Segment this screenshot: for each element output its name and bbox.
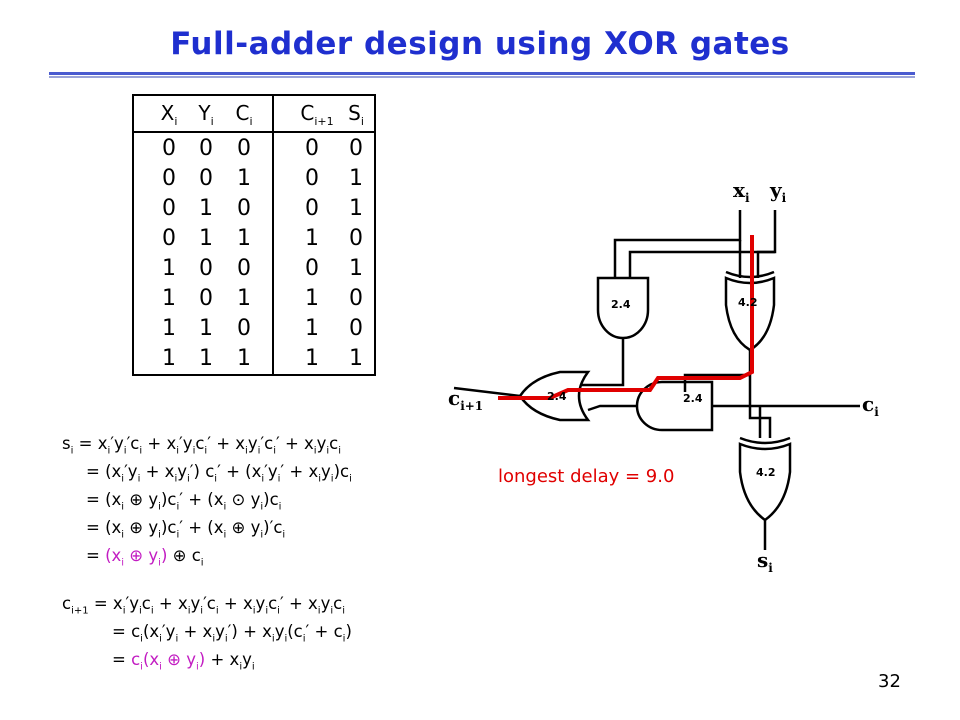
truth-table-cell: 0 (199, 166, 213, 191)
truth-table-cell: 0 (349, 136, 363, 161)
carry-equation-2: = ci(xi′yi + xiyi′) + xiyi(ci′ + ci) (112, 622, 352, 645)
page-number: 32 (878, 671, 901, 692)
truth-table-cell: 0 (199, 256, 213, 281)
xor-gate-bottom (738, 442, 792, 522)
title-divider-shadow (49, 76, 915, 78)
full-adder-circuit (453, 210, 860, 550)
slide-title: Full-adder design using XOR gates (170, 26, 790, 62)
sum-equation-2: = (xi′yi + xiyi′) ci′ + (xi′yi′ + xiyi)c… (86, 462, 352, 485)
truth-table-cell: 0 (199, 136, 213, 161)
input-x-label: xi (733, 178, 750, 205)
truth-table-cell: 0 (162, 166, 176, 191)
truth-table-cell: 0 (349, 226, 363, 251)
truth-table-header: Si (348, 101, 364, 128)
truth-table-cell: 1 (237, 286, 251, 311)
truth-table-header: Xi (160, 101, 178, 128)
sum-equation-1: si = xi′yi′ci + xi′yici′ + xiyi′ci′ + xi… (62, 434, 341, 457)
truth-table-header: Ci+1 (300, 101, 334, 128)
truth-table-cell: 0 (305, 136, 319, 161)
truth-table-cell: 1 (349, 196, 363, 221)
truth-table-cell: 1 (199, 316, 213, 341)
truth-table-cell: 0 (199, 286, 213, 311)
gate-delay-and-mid: 2.4 (683, 392, 703, 405)
truth-table-cell: 0 (237, 316, 251, 341)
sum-equation-3: = (xi ⊕ yi)ci′ + (xi ⊙ yi)ci (86, 490, 282, 513)
truth-table-cell: 0 (349, 286, 363, 311)
truth-table-cell: 1 (349, 166, 363, 191)
truth-table-header-line (134, 131, 374, 133)
wire-carry-out (453, 386, 521, 398)
gate-delay-xor-bottom: 4.2 (756, 466, 776, 479)
truth-table-cell: 1 (305, 346, 319, 371)
truth-table-divider (272, 96, 274, 374)
truth-table-cell: 0 (305, 166, 319, 191)
truth-table-header: Yi (198, 101, 214, 128)
truth-table-cell: 1 (349, 256, 363, 281)
truth-table-cell: 1 (349, 346, 363, 371)
carry-in-label: ci (862, 392, 879, 419)
wire-y (628, 210, 777, 278)
wire-and-top-out (580, 338, 625, 387)
truth-table-cell: 0 (237, 196, 251, 221)
truth-table-cell: 1 (305, 286, 319, 311)
truth-table-cell: 0 (305, 196, 319, 221)
delay-note: longest delay = 9.0 (498, 466, 675, 487)
truth-table-cell: 1 (162, 256, 176, 281)
truth-table-cell: 0 (305, 256, 319, 281)
sum-equation-4: = (xi ⊕ yi)ci′ + (xi ⊕ yi)′ci (86, 518, 286, 541)
gate-delay-or: 2.4 (547, 390, 567, 403)
truth-table-cell: 0 (349, 316, 363, 341)
carry-equation-3: = ci(xi ⊕ yi) + xiyi (112, 650, 255, 673)
truth-table-cell: 1 (305, 226, 319, 251)
title-divider (49, 72, 915, 75)
xor-bottom-back (739, 436, 791, 445)
carry-out-label: ci+1 (448, 386, 484, 413)
wire-y-xor (756, 250, 775, 278)
truth-table-cell: 1 (162, 316, 176, 341)
truth-table-cell: 0 (162, 196, 176, 221)
or-gate (518, 370, 591, 422)
sum-equation-5: = (xi ⊕ yi) ⊕ ci (86, 546, 204, 569)
truth-table-cell: 1 (305, 316, 319, 341)
truth-table-cell: 1 (237, 226, 251, 251)
truth-table-cell: 1 (237, 166, 251, 191)
truth-table-cell: 1 (199, 226, 213, 251)
truth-table-cell: 1 (199, 346, 213, 371)
truth-table-cell: 1 (162, 346, 176, 371)
truth-table-cell: 0 (237, 136, 251, 161)
wire-x (613, 210, 742, 278)
truth-table-cell: 1 (162, 286, 176, 311)
carry-equation-1: ci+1 = xi′yici + xiyi′ci + xiyici′ + xiy… (62, 594, 345, 617)
truth-table-cell: 1 (199, 196, 213, 221)
truth-table-cell: 1 (237, 346, 251, 371)
wire-and-mid-out (587, 404, 636, 412)
critical-path (498, 235, 754, 400)
truth-table-cell: 0 (237, 256, 251, 281)
and-gate-top (596, 276, 650, 340)
wire-xor-to-and (683, 373, 750, 392)
gate-delay-xor-top: 4.2 (738, 296, 758, 309)
gate-delay-and-top: 2.4 (611, 298, 631, 311)
truth-table-header: Ci (235, 101, 253, 128)
truth-table-cell: 0 (162, 136, 176, 161)
sum-out-label: si (757, 548, 773, 575)
truth-table-cell: 0 (162, 226, 176, 251)
input-y-label: yi (770, 178, 787, 205)
